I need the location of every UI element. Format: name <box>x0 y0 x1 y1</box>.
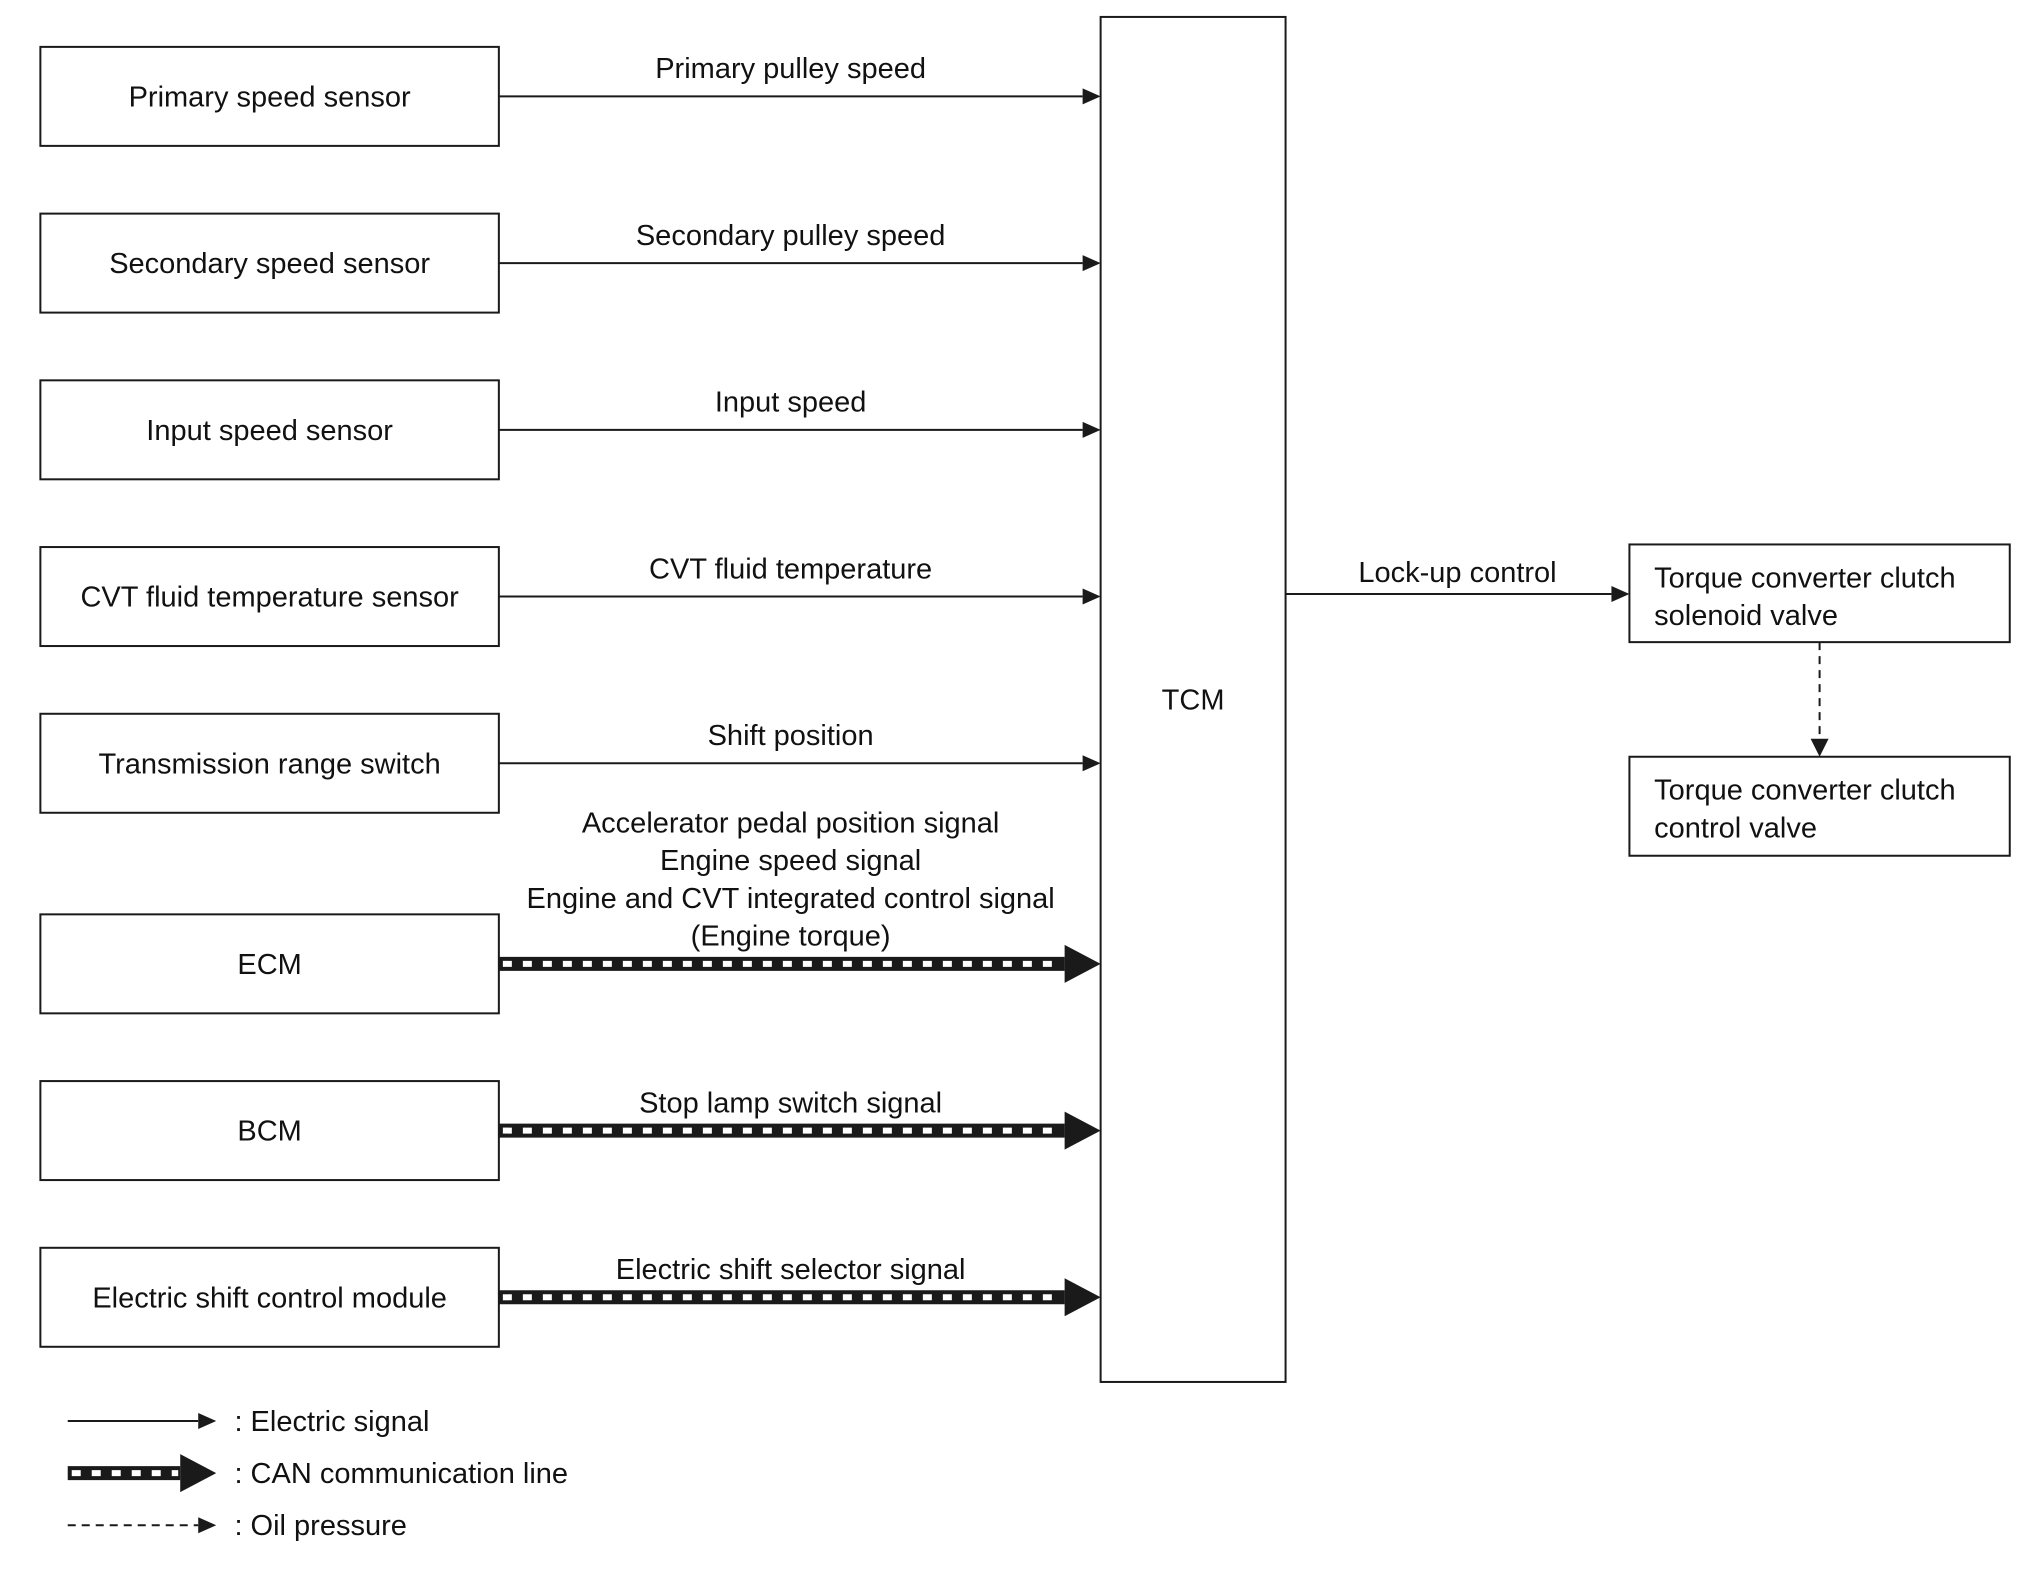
source-bcm: BCM Stop lamp switch signal <box>39 1080 1101 1182</box>
tcm-box <box>1099 15 1287 1383</box>
cvt-fluid-temperature-sensor-arrowhead <box>1082 588 1101 605</box>
transmission-range-switch-arrowhead <box>1082 755 1101 772</box>
input-speed-sensor-box <box>39 379 500 481</box>
electric-shift-control-module-label: Electric shift control module <box>92 1282 447 1314</box>
secondary-speed-sensor-signal-label: Secondary pulley speed <box>636 220 946 252</box>
bcm-signal-label: Stop lamp switch signal <box>639 1087 942 1119</box>
legend: : Electric signal : CAN communication lin… <box>67 1406 568 1542</box>
tcm-label: TCM <box>1162 684 1225 716</box>
electric-shift-control-module-arrowhead <box>1064 1278 1101 1317</box>
tcm-block: TCM <box>1099 15 1287 1383</box>
secondary-speed-sensor-label: Secondary speed sensor <box>109 248 430 280</box>
legend-item-can: : CAN communication line <box>67 1454 568 1493</box>
legend-can-arrowhead <box>180 1454 217 1493</box>
torque-converter-clutch-control-valve: Torque converter clutch control valve <box>1628 755 2011 857</box>
bcm-label: BCM <box>237 1116 301 1148</box>
transmission-range-switch-signal-label: Shift position <box>708 720 874 752</box>
source-cvt-fluid-temperature-sensor: CVT fluid temperature sensor CVT fluid te… <box>39 546 1101 648</box>
electric-shift-control-module-signal-label: Electric shift selector signal <box>616 1254 966 1286</box>
control-valve-label: Torque converter clutch <box>1654 775 1955 807</box>
source-components: Primary speed sensor Primary pulley speed… <box>39 45 1101 1348</box>
legend-item-electric: : Electric signal <box>67 1406 429 1438</box>
torque-converter-clutch-solenoid-valve: Torque converter clutch solenoid valve <box>1628 543 2011 644</box>
source-transmission-range-switch: Transmission range switch Shift position <box>39 712 1101 814</box>
primary-speed-sensor-label: Primary speed sensor <box>129 81 411 113</box>
ecm-box <box>39 913 500 1015</box>
solenoid-valve-label: Torque converter clutch <box>1654 562 1955 594</box>
bcm-arrowhead <box>1064 1111 1101 1150</box>
legend-oil-arrowhead <box>198 1517 217 1534</box>
input-speed-sensor-label: Input speed sensor <box>146 415 393 447</box>
ecm-signal-label: Engine speed signal <box>660 845 921 877</box>
primary-speed-sensor-box <box>39 45 500 147</box>
electric-shift-control-module-box <box>39 1246 500 1348</box>
source-input-speed-sensor: Input speed sensor Input speed <box>39 379 1101 481</box>
primary-speed-sensor-arrowhead <box>1082 88 1101 105</box>
primary-speed-sensor-signal-label: Primary pulley speed <box>655 53 926 85</box>
ecm-signal-label: Accelerator pedal position signal <box>582 807 1000 839</box>
control-valve-box <box>1628 755 2011 857</box>
solenoid-valve-box <box>1628 543 2011 644</box>
legend-label-electric: : Electric signal <box>234 1406 429 1438</box>
legend-label-can: : CAN communication line <box>234 1458 568 1490</box>
bcm-box <box>39 1080 500 1182</box>
control-valve-label: control valve <box>1654 813 1817 845</box>
lock-up-control-label: Lock-up control <box>1358 557 1556 589</box>
source-ecm: ECM Accelerator pedal position signalEngi… <box>39 807 1101 1015</box>
secondary-speed-sensor-box <box>39 212 500 314</box>
oil-pressure-arrowhead <box>1810 738 1829 757</box>
solenoid-valve-label: solenoid valve <box>1654 600 1838 632</box>
cvt-fluid-temperature-sensor-label: CVT fluid temperature sensor <box>80 582 459 614</box>
source-primary-speed-sensor: Primary speed sensor Primary pulley speed <box>39 45 1101 147</box>
ecm-arrowhead <box>1064 944 1101 983</box>
legend-item-oil: : Oil pressure <box>67 1510 407 1542</box>
source-electric-shift-control-module: Electric shift control module Electric sh… <box>39 1246 1101 1348</box>
transmission-range-switch-box <box>39 712 500 814</box>
legend-label-oil: : Oil pressure <box>234 1510 406 1542</box>
legend-electric-arrowhead <box>198 1413 217 1430</box>
secondary-speed-sensor-arrowhead <box>1082 255 1101 272</box>
cvt-fluid-temperature-sensor-signal-label: CVT fluid temperature <box>649 553 932 585</box>
ecm-label: ECM <box>237 949 301 981</box>
ecm-signal-label: (Engine torque) <box>691 921 891 953</box>
input-speed-sensor-arrowhead <box>1082 421 1101 438</box>
input-speed-sensor-signal-label: Input speed <box>715 387 867 419</box>
ecm-signal-label: Engine and CVT integrated control signal <box>526 883 1054 915</box>
lock-up-control-arrowhead <box>1611 585 1630 602</box>
transmission-range-switch-label: Transmission range switch <box>99 748 441 780</box>
source-secondary-speed-sensor: Secondary speed sensor Secondary pulley s… <box>39 212 1101 314</box>
cvt-fluid-temperature-sensor-box <box>39 546 500 648</box>
